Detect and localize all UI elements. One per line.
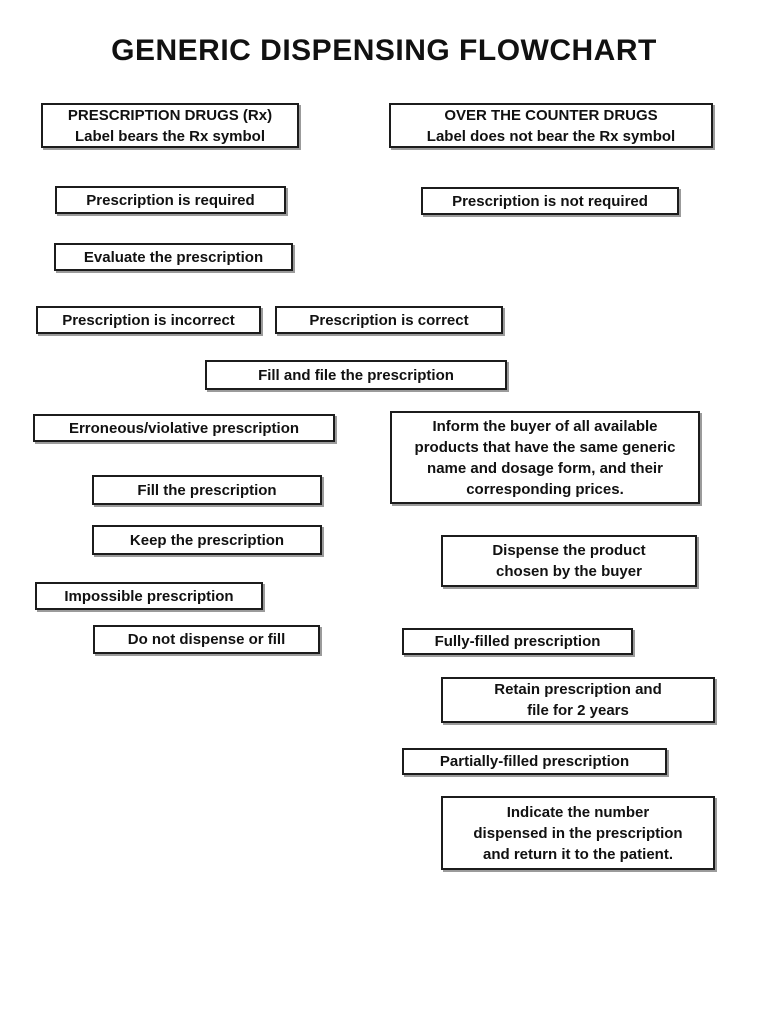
flow-node-inform-buyer: Inform the buyer of all available produc…	[390, 411, 700, 504]
flow-node-prescription-drugs: PRESCRIPTION DRUGS (Rx) Label bears the …	[41, 103, 299, 148]
flow-node-do-not-dispense: Do not dispense or fill	[93, 625, 320, 654]
flow-node-fill-and-file: Fill and file the prescription	[205, 360, 507, 390]
flow-node-partially-filled: Partially-filled prescription	[402, 748, 667, 775]
flow-node-prescription-correct: Prescription is correct	[275, 306, 503, 334]
flow-node-impossible-prescription: Impossible prescription	[35, 582, 263, 610]
flow-node-otc-drugs: OVER THE COUNTER DRUGS Label does not be…	[389, 103, 713, 148]
flow-node-retain-prescription: Retain prescription and file for 2 years	[441, 677, 715, 723]
flow-node-erroneous-violative: Erroneous/violative prescription	[33, 414, 335, 442]
flow-node-indicate-number: Indicate the number dispensed in the pre…	[441, 796, 715, 870]
flow-node-prescription-required: Prescription is required	[55, 186, 286, 214]
flow-node-fill-prescription: Fill the prescription	[92, 475, 322, 505]
flow-node-prescription-not-required: Prescription is not required	[421, 187, 679, 215]
page-title: GENERIC DISPENSING FLOWCHART	[111, 34, 657, 67]
flow-node-keep-prescription: Keep the prescription	[92, 525, 322, 555]
flow-node-fully-filled: Fully-filled prescription	[402, 628, 633, 655]
flow-node-evaluate-prescription: Evaluate the prescription	[54, 243, 293, 271]
flow-node-dispense-product: Dispense the product chosen by the buyer	[441, 535, 697, 587]
flow-node-prescription-incorrect: Prescription is incorrect	[36, 306, 261, 334]
